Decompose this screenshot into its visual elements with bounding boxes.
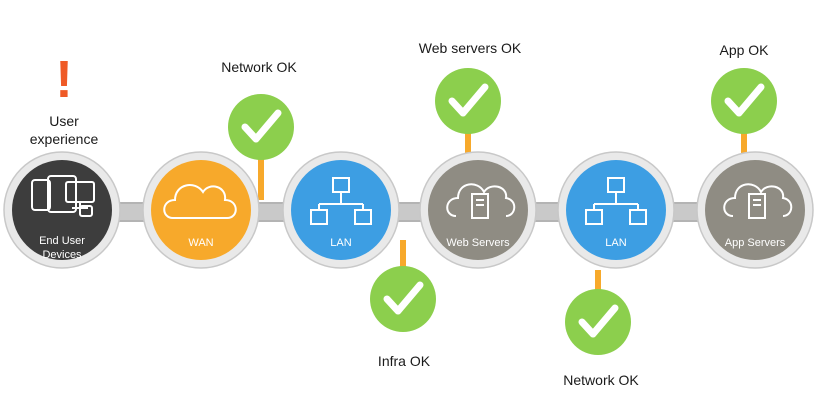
node-lan-2: LAN bbox=[557, 151, 675, 269]
check-web-servers-ok bbox=[435, 68, 501, 134]
connector-web-servers-ok bbox=[465, 130, 471, 158]
alert-icon: ! bbox=[55, 51, 73, 109]
node-label-line1: LAN bbox=[605, 237, 626, 249]
node-label-line1: WAN bbox=[188, 237, 213, 249]
check-network-ok-1 bbox=[228, 94, 294, 160]
user-experience-label-line1: User bbox=[49, 113, 79, 129]
check-label-web-servers-ok: Web servers OK bbox=[418, 40, 522, 56]
check-label-network-ok-1: Network OK bbox=[221, 59, 297, 75]
devices-icon bbox=[31, 175, 95, 217]
check-infra-ok bbox=[370, 266, 436, 332]
node-label-line1: Web Servers bbox=[446, 237, 510, 249]
network-icon bbox=[585, 177, 647, 225]
pipe-top-edge bbox=[60, 202, 760, 204]
checkmark-icon bbox=[724, 83, 765, 117]
check-label-infra-ok: Infra OK bbox=[377, 353, 431, 369]
node-lan-1: LAN bbox=[282, 151, 400, 269]
checkmark-icon bbox=[383, 281, 424, 315]
connector-network-ok-2 bbox=[595, 270, 601, 294]
node-disc bbox=[291, 160, 391, 260]
checkmark-icon bbox=[448, 83, 489, 117]
check-label-network-ok-2: Network OK bbox=[563, 372, 639, 388]
check-label-app-ok: App OK bbox=[719, 42, 769, 58]
node-disc bbox=[151, 160, 251, 260]
node-end-user-devices: End User Devices bbox=[3, 151, 121, 269]
check-bubble bbox=[370, 266, 436, 332]
node-disc bbox=[12, 160, 112, 260]
cloud-icon bbox=[163, 184, 237, 219]
node-label-line1: End User bbox=[39, 235, 85, 247]
checkmark-icon bbox=[578, 304, 619, 338]
user-experience-label-line2: experience bbox=[29, 131, 99, 147]
check-bubble bbox=[435, 68, 501, 134]
check-bubble bbox=[711, 68, 777, 134]
connector-network-ok-1 bbox=[258, 158, 264, 200]
connector-app-ok bbox=[741, 130, 747, 158]
connectors bbox=[258, 130, 747, 294]
check-bubble bbox=[228, 94, 294, 160]
node-app-servers: App Servers bbox=[696, 151, 814, 269]
network-icon bbox=[310, 177, 372, 225]
cloud-server-icon bbox=[446, 183, 516, 219]
node-web-servers: Web Servers bbox=[419, 151, 537, 269]
connector-infra-ok bbox=[400, 240, 406, 272]
check-app-ok bbox=[711, 68, 777, 134]
node-disc bbox=[566, 160, 666, 260]
node-label-line1: LAN bbox=[330, 237, 351, 249]
check-bubble bbox=[565, 289, 631, 355]
node-label-line2: Devices bbox=[42, 249, 82, 261]
cloud-server-icon bbox=[723, 183, 793, 219]
checkmark-icon bbox=[241, 109, 282, 143]
check-network-ok-2 bbox=[565, 289, 631, 355]
node-wan: WAN bbox=[142, 151, 260, 269]
node-label-line1: App Servers bbox=[725, 237, 786, 249]
pipe-bottom-edge bbox=[60, 220, 760, 222]
